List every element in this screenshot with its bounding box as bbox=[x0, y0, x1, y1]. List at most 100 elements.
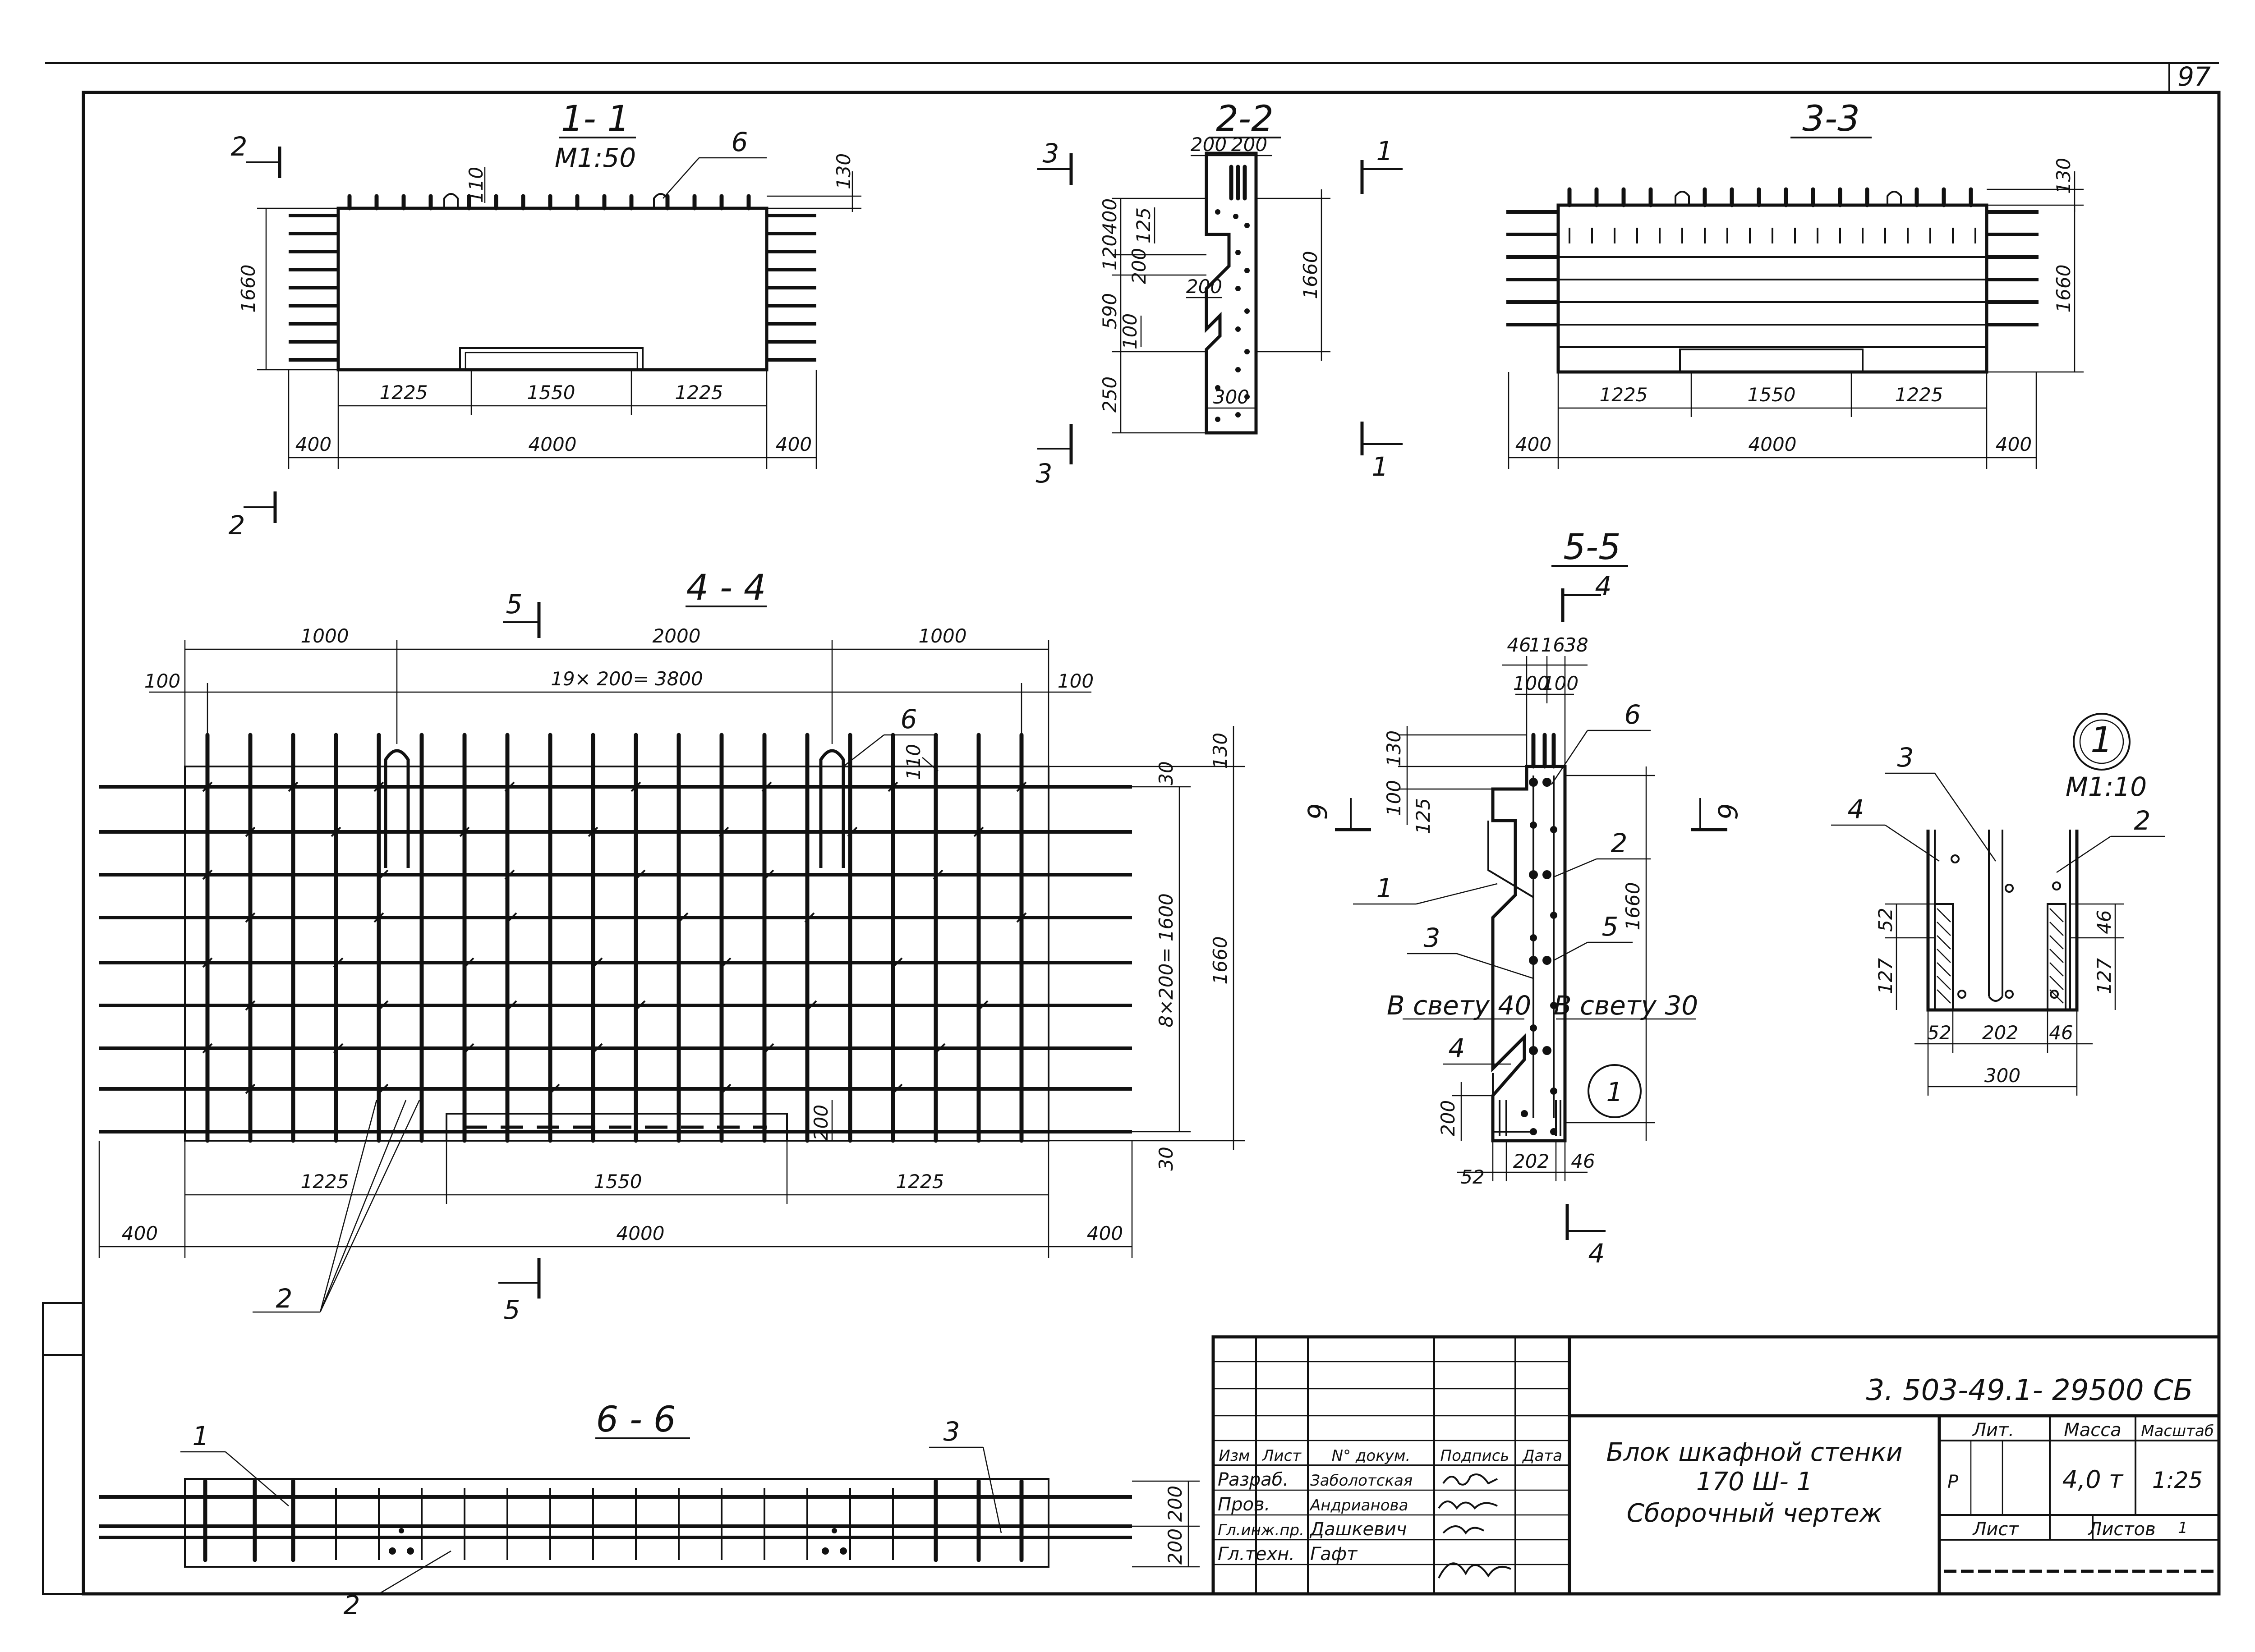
dim-200-bottom: 200 bbox=[1437, 1082, 1493, 1141]
dim-total: 4000 400 400 bbox=[1508, 372, 2037, 469]
dim-top-chain: 1000 2000 1000 bbox=[184, 625, 1049, 766]
dim-left-chain: 400 120 200 590 250 bbox=[1099, 197, 1206, 434]
dim-label: 52 bbox=[1927, 1022, 1951, 1044]
callout-label: 3 bbox=[943, 1416, 960, 1447]
bottom-opening bbox=[446, 1113, 788, 1141]
col-date: Дата bbox=[1522, 1447, 1562, 1465]
callout-label: 2 bbox=[2134, 805, 2151, 836]
role-chief-technologist: Гл.техн. bbox=[1218, 1544, 1295, 1565]
stirrup-bars bbox=[203, 1479, 1024, 1562]
dim-label: 200 bbox=[1128, 248, 1150, 284]
node-dims: 52 127 46 127 52 202 46 300 bbox=[1874, 903, 2124, 1096]
dim-label: 1660 bbox=[1209, 936, 1231, 985]
dim-label: 52 bbox=[1460, 1166, 1484, 1188]
callout-label: 1 bbox=[193, 1421, 209, 1451]
node-number: 1 bbox=[2090, 720, 2113, 761]
dim-label: 4000 bbox=[617, 1222, 665, 1244]
cut-mark-6-right: 6 bbox=[1691, 798, 1743, 831]
dim-right: 200 200 bbox=[1132, 1480, 1200, 1568]
vertical-bars bbox=[1531, 733, 1556, 769]
dim-total: 4000 400 400 bbox=[98, 1141, 1133, 1258]
callout-2: 2 bbox=[253, 1100, 420, 1314]
cut-mark-4-top: 4 bbox=[1561, 571, 1611, 622]
signature bbox=[1442, 1525, 1485, 1535]
dim-label: 100 bbox=[1513, 672, 1549, 694]
dim-height: 1660 bbox=[237, 207, 338, 371]
callout-6: 6 bbox=[843, 704, 938, 767]
side-bars-left bbox=[289, 214, 338, 362]
node-ref-label: 1 bbox=[1606, 1077, 1623, 1107]
cut-label: 2 bbox=[229, 510, 245, 541]
dim-bottom-chain: 52 202 46 bbox=[1457, 1141, 1595, 1188]
section-title: 4 - 4 bbox=[686, 568, 766, 608]
dim-label: 4000 bbox=[1749, 433, 1797, 455]
scale-label: М1:10 bbox=[2066, 771, 2147, 802]
section-1-1: 1- 1 М1:50 6 2 2 1660 bbox=[229, 99, 861, 541]
dim-label: 1550 bbox=[527, 381, 575, 404]
dim-top-chain: 46 116 38 100 100 bbox=[1502, 634, 1588, 766]
left-plate bbox=[1934, 903, 1954, 1011]
dim-label: 130 bbox=[1383, 730, 1405, 766]
dim-label: 1550 bbox=[594, 1170, 642, 1193]
dim-label: 2000 bbox=[653, 625, 701, 647]
block-outline bbox=[184, 1478, 1049, 1568]
dim-pitch: 19× 200= 3800 100 100 bbox=[144, 668, 1094, 735]
callout-label: 2 bbox=[276, 1283, 293, 1314]
cut-label: 2 bbox=[231, 131, 248, 162]
dim-label: 400 bbox=[1087, 1222, 1123, 1244]
dim-label: 130 bbox=[2053, 158, 2075, 194]
dim-top: 200 200 bbox=[1191, 133, 1272, 156]
dim-label: 110 bbox=[465, 167, 487, 203]
cut-mark-3-bottom: 3 bbox=[1036, 424, 1073, 489]
node-circle bbox=[2073, 713, 2131, 771]
dim-label: 200 bbox=[1437, 1100, 1459, 1136]
note-label: В свету 40 bbox=[1387, 990, 1531, 1021]
dim-label: 400 bbox=[1099, 198, 1121, 234]
dim-label: 400 bbox=[1996, 433, 2032, 455]
note-label: В свету 30 bbox=[1554, 990, 1698, 1021]
dim-label: 1225 bbox=[1600, 384, 1648, 406]
dim-label: 19× 200= 3800 bbox=[551, 668, 703, 690]
callout-label: 4 bbox=[1449, 1033, 1465, 1064]
dim-label: 127 bbox=[1874, 958, 1896, 994]
lifting-loop bbox=[443, 193, 459, 208]
dim-label: 400 bbox=[122, 1222, 158, 1244]
dim-label: 125 bbox=[1412, 798, 1434, 834]
name-chief-technologist: Гафт bbox=[1310, 1544, 1358, 1565]
dim-label: 125 bbox=[1132, 207, 1155, 243]
dim-label: 590 bbox=[1099, 293, 1121, 329]
cut-mark-1-bottom: 1 bbox=[1360, 422, 1403, 482]
horizontal-lines bbox=[1558, 256, 1987, 348]
section-title: 6 - 6 bbox=[596, 1400, 676, 1440]
cut-label: 1 bbox=[1376, 136, 1393, 166]
dim-label: 110 bbox=[902, 744, 925, 780]
section-title: 2-2 bbox=[1216, 99, 1273, 139]
dim-label: 46 bbox=[1507, 634, 1531, 656]
bar-dots bbox=[1215, 209, 1250, 422]
bar-dots bbox=[389, 1528, 847, 1555]
end-hatch bbox=[1499, 1100, 1561, 1136]
dim-inner: 125 100 200 bbox=[1119, 207, 1222, 349]
scale-value: 1:25 bbox=[2152, 1467, 2203, 1493]
inner-bar-ticks bbox=[1569, 228, 1976, 243]
section-5-5: 5-5 4 4 6 6 bbox=[1302, 527, 1743, 1269]
dim-label: 4000 bbox=[529, 433, 577, 455]
block-outline bbox=[336, 206, 769, 372]
cut-mark-6-left: 6 bbox=[1302, 798, 1371, 831]
section-3-3: 3-3 130 1660 1225 1550 bbox=[1506, 99, 2084, 469]
bottom-opening bbox=[465, 352, 638, 371]
callouts: 6 2 1 5 3 4 bbox=[1353, 699, 1651, 1065]
callout-6: 6 bbox=[663, 127, 767, 199]
dim-chain-bottom: 1225 1550 1225 bbox=[1557, 372, 1988, 469]
right-plate bbox=[2047, 903, 2066, 1011]
dim-label: 46 bbox=[2049, 1022, 2073, 1044]
cut-label: 6 bbox=[1712, 803, 1743, 820]
role-chief-engineer: Гл.инж.пр. bbox=[1218, 1521, 1304, 1539]
stirrup-ticks bbox=[335, 1488, 894, 1560]
drawing-designation: 3. 503-49.1- 29500 СБ bbox=[1866, 1374, 2193, 1407]
callout-label: 2 bbox=[344, 1590, 360, 1620]
dim-130: 130 bbox=[1987, 158, 2084, 212]
role-developer: Разраб. bbox=[1218, 1469, 1289, 1490]
top-bars bbox=[1567, 187, 1973, 207]
